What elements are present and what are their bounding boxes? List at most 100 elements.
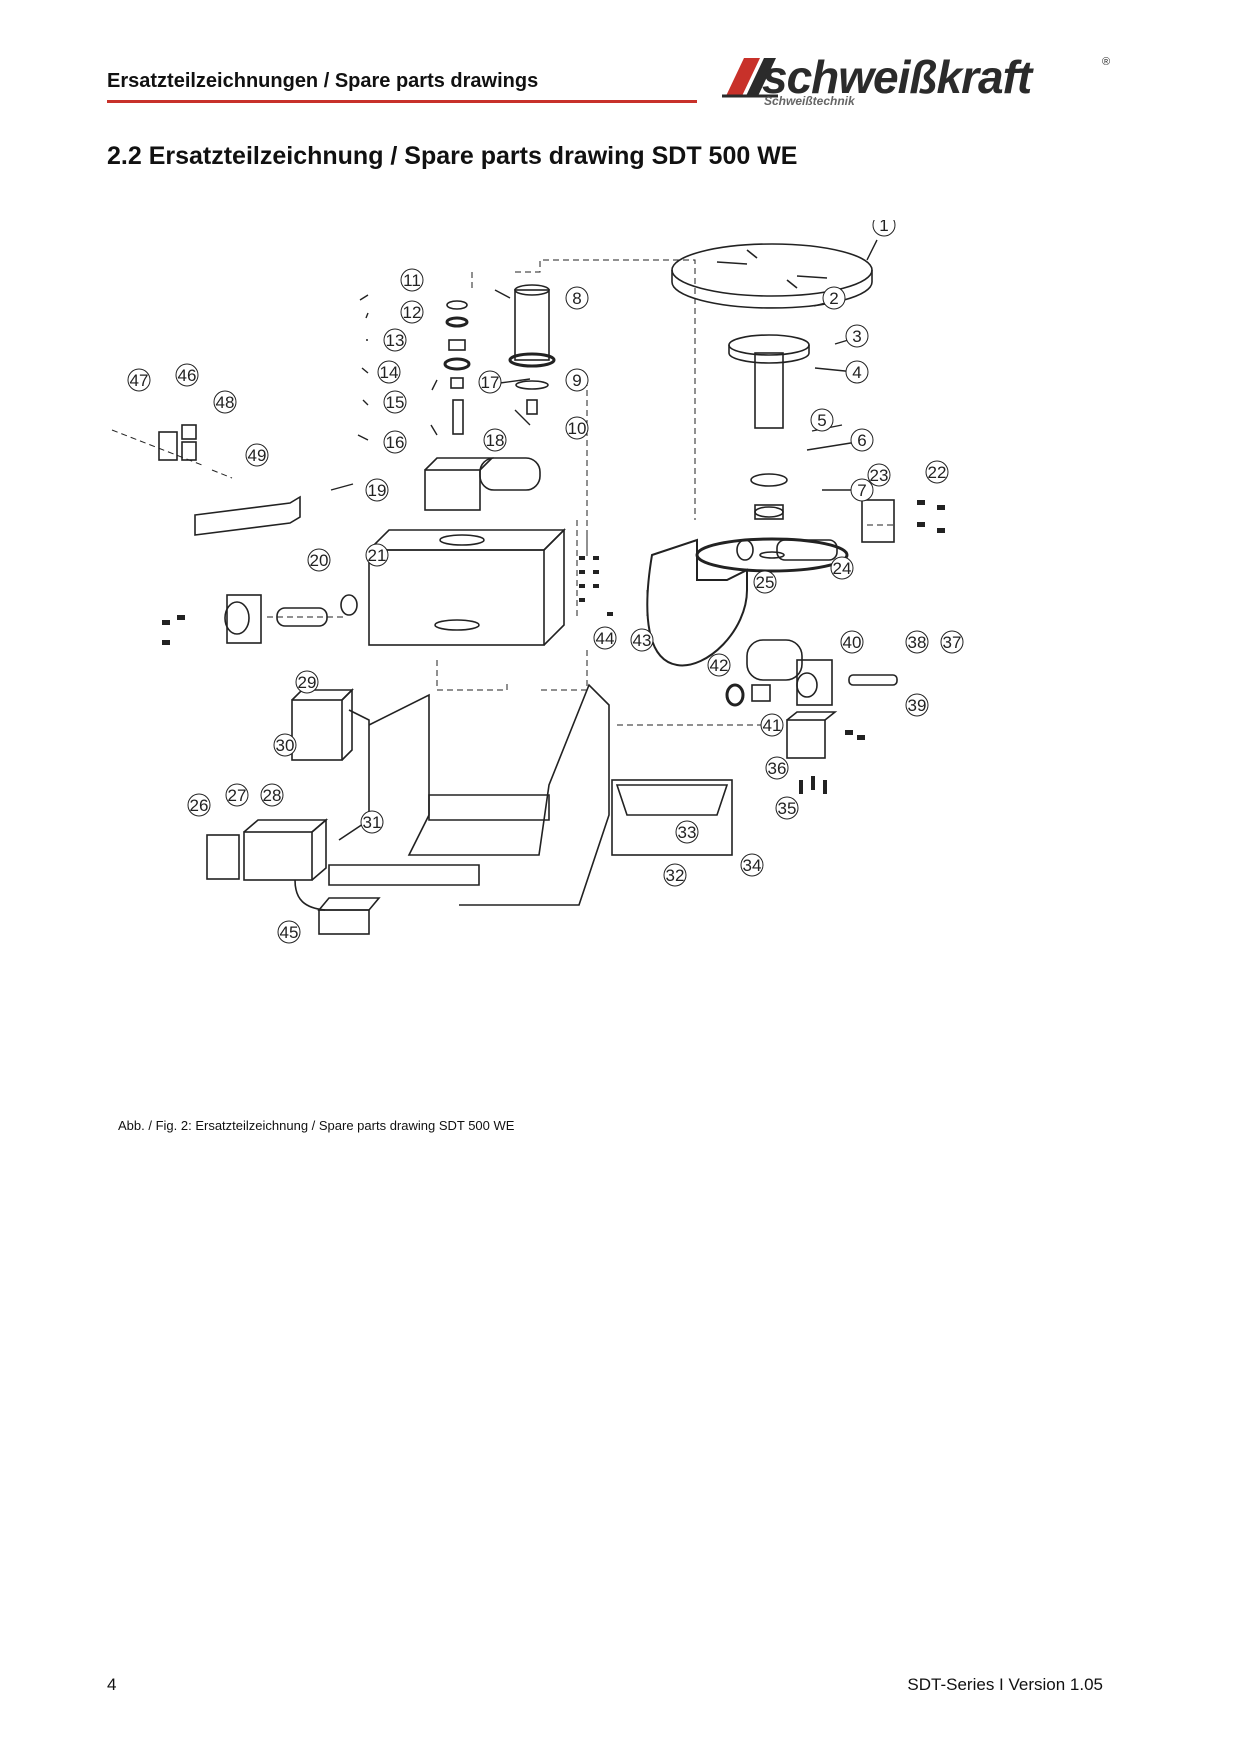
callout-43: 43 xyxy=(630,628,654,652)
svg-text:20: 20 xyxy=(310,551,329,570)
section-title: 2.2 Ersatzteilzeichnung / Spare parts dr… xyxy=(107,142,798,170)
callout-26: 26 xyxy=(187,793,211,817)
brand-logo: schweißkraft ® Schweißtechnik xyxy=(722,50,1112,110)
header-title: Ersatzteilzeichnungen / Spare parts draw… xyxy=(107,70,539,92)
svg-text:10: 10 xyxy=(568,419,587,438)
svg-text:31: 31 xyxy=(363,813,382,832)
svg-text:12: 12 xyxy=(403,303,422,322)
callout-10: 10 xyxy=(565,416,589,440)
svg-text:27: 27 xyxy=(228,786,247,805)
svg-text:3: 3 xyxy=(852,327,861,346)
svg-text:6: 6 xyxy=(857,431,866,450)
svg-text:1: 1 xyxy=(879,220,888,235)
callout-29: 29 xyxy=(295,670,319,694)
callout-23: 23 xyxy=(867,463,891,487)
svg-text:41: 41 xyxy=(763,716,782,735)
svg-text:43: 43 xyxy=(633,631,652,650)
svg-text:21: 21 xyxy=(368,546,387,565)
callout-4: 4 xyxy=(845,360,869,384)
svg-text:45: 45 xyxy=(280,923,299,942)
svg-text:8: 8 xyxy=(572,289,581,308)
callout-14: 14 xyxy=(377,360,401,384)
svg-text:18: 18 xyxy=(486,431,505,450)
svg-text:47: 47 xyxy=(130,371,149,390)
callout-13: 13 xyxy=(383,328,407,352)
callout-9: 9 xyxy=(565,368,589,392)
svg-text:40: 40 xyxy=(843,633,862,652)
callout-5: 5 xyxy=(810,408,834,432)
callout-24: 24 xyxy=(830,556,854,580)
svg-text:35: 35 xyxy=(778,799,797,818)
svg-text:37: 37 xyxy=(943,633,962,652)
callout-46: 46 xyxy=(175,363,199,387)
svg-text:25: 25 xyxy=(756,573,775,592)
svg-text:11: 11 xyxy=(403,271,421,290)
svg-text:46: 46 xyxy=(178,366,197,385)
callout-34: 34 xyxy=(740,853,764,877)
svg-text:28: 28 xyxy=(263,786,282,805)
svg-text:23: 23 xyxy=(870,466,889,485)
svg-text:2: 2 xyxy=(829,289,838,308)
callout-44: 44 xyxy=(593,626,617,650)
page-number: 4 xyxy=(107,1675,117,1694)
svg-text:29: 29 xyxy=(298,673,317,692)
logo-mark-icon xyxy=(722,58,778,98)
callout-39: 39 xyxy=(905,693,929,717)
callout-49: 49 xyxy=(245,443,269,467)
callout-17: 17 xyxy=(478,370,502,394)
svg-text:44: 44 xyxy=(596,629,615,648)
callout-1: 1 xyxy=(872,220,896,237)
svg-text:24: 24 xyxy=(833,559,852,578)
callout-31: 31 xyxy=(360,810,384,834)
callout-8: 8 xyxy=(565,286,589,310)
callout-42: 42 xyxy=(707,653,731,677)
callout-35: 35 xyxy=(775,796,799,820)
svg-text:48: 48 xyxy=(216,393,235,412)
callout-19: 19 xyxy=(365,478,389,502)
callout-33: 33 xyxy=(675,820,699,844)
header-rule xyxy=(107,100,697,103)
svg-text:30: 30 xyxy=(276,736,295,755)
callout-18: 18 xyxy=(483,428,507,452)
callout-41: 41 xyxy=(760,713,784,737)
callout-11: 11 xyxy=(400,268,424,292)
callout-12: 12 xyxy=(400,300,424,324)
logo-subtitle: Schweißtechnik xyxy=(764,94,855,108)
svg-text:36: 36 xyxy=(768,759,787,778)
svg-text:39: 39 xyxy=(908,696,927,715)
svg-text:19: 19 xyxy=(368,481,387,500)
callout-6: 6 xyxy=(850,428,874,452)
callout-22: 22 xyxy=(925,460,949,484)
logo-registered: ® xyxy=(1102,56,1111,68)
callout-37: 37 xyxy=(940,630,964,654)
callout-28: 28 xyxy=(260,783,284,807)
svg-text:38: 38 xyxy=(908,633,927,652)
svg-text:16: 16 xyxy=(386,433,405,452)
svg-text:17: 17 xyxy=(481,373,500,392)
svg-text:49: 49 xyxy=(248,446,267,465)
svg-text:4: 4 xyxy=(852,363,861,382)
callout-45: 45 xyxy=(277,920,301,944)
svg-text:7: 7 xyxy=(857,481,866,500)
svg-text:5: 5 xyxy=(817,411,826,430)
svg-text:13: 13 xyxy=(386,331,405,350)
callout-15: 15 xyxy=(383,390,407,414)
callout-40: 40 xyxy=(840,630,864,654)
callout-38: 38 xyxy=(905,630,929,654)
svg-text:26: 26 xyxy=(190,796,209,815)
callout-36: 36 xyxy=(765,756,789,780)
callout-21: 21 xyxy=(365,543,389,567)
svg-text:14: 14 xyxy=(380,363,399,382)
svg-text:42: 42 xyxy=(710,656,729,675)
callout-48: 48 xyxy=(213,390,237,414)
callout-7: 7 xyxy=(850,478,874,502)
logo-wordmark: schweißkraft xyxy=(762,51,1032,103)
svg-text:32: 32 xyxy=(666,866,685,885)
callout-20: 20 xyxy=(307,548,331,572)
callout-47: 47 xyxy=(127,368,151,392)
callout-30: 30 xyxy=(273,733,297,757)
svg-text:22: 22 xyxy=(928,463,947,482)
callout-32: 32 xyxy=(663,863,687,887)
callout-27: 27 xyxy=(225,783,249,807)
svg-text:9: 9 xyxy=(572,371,581,390)
